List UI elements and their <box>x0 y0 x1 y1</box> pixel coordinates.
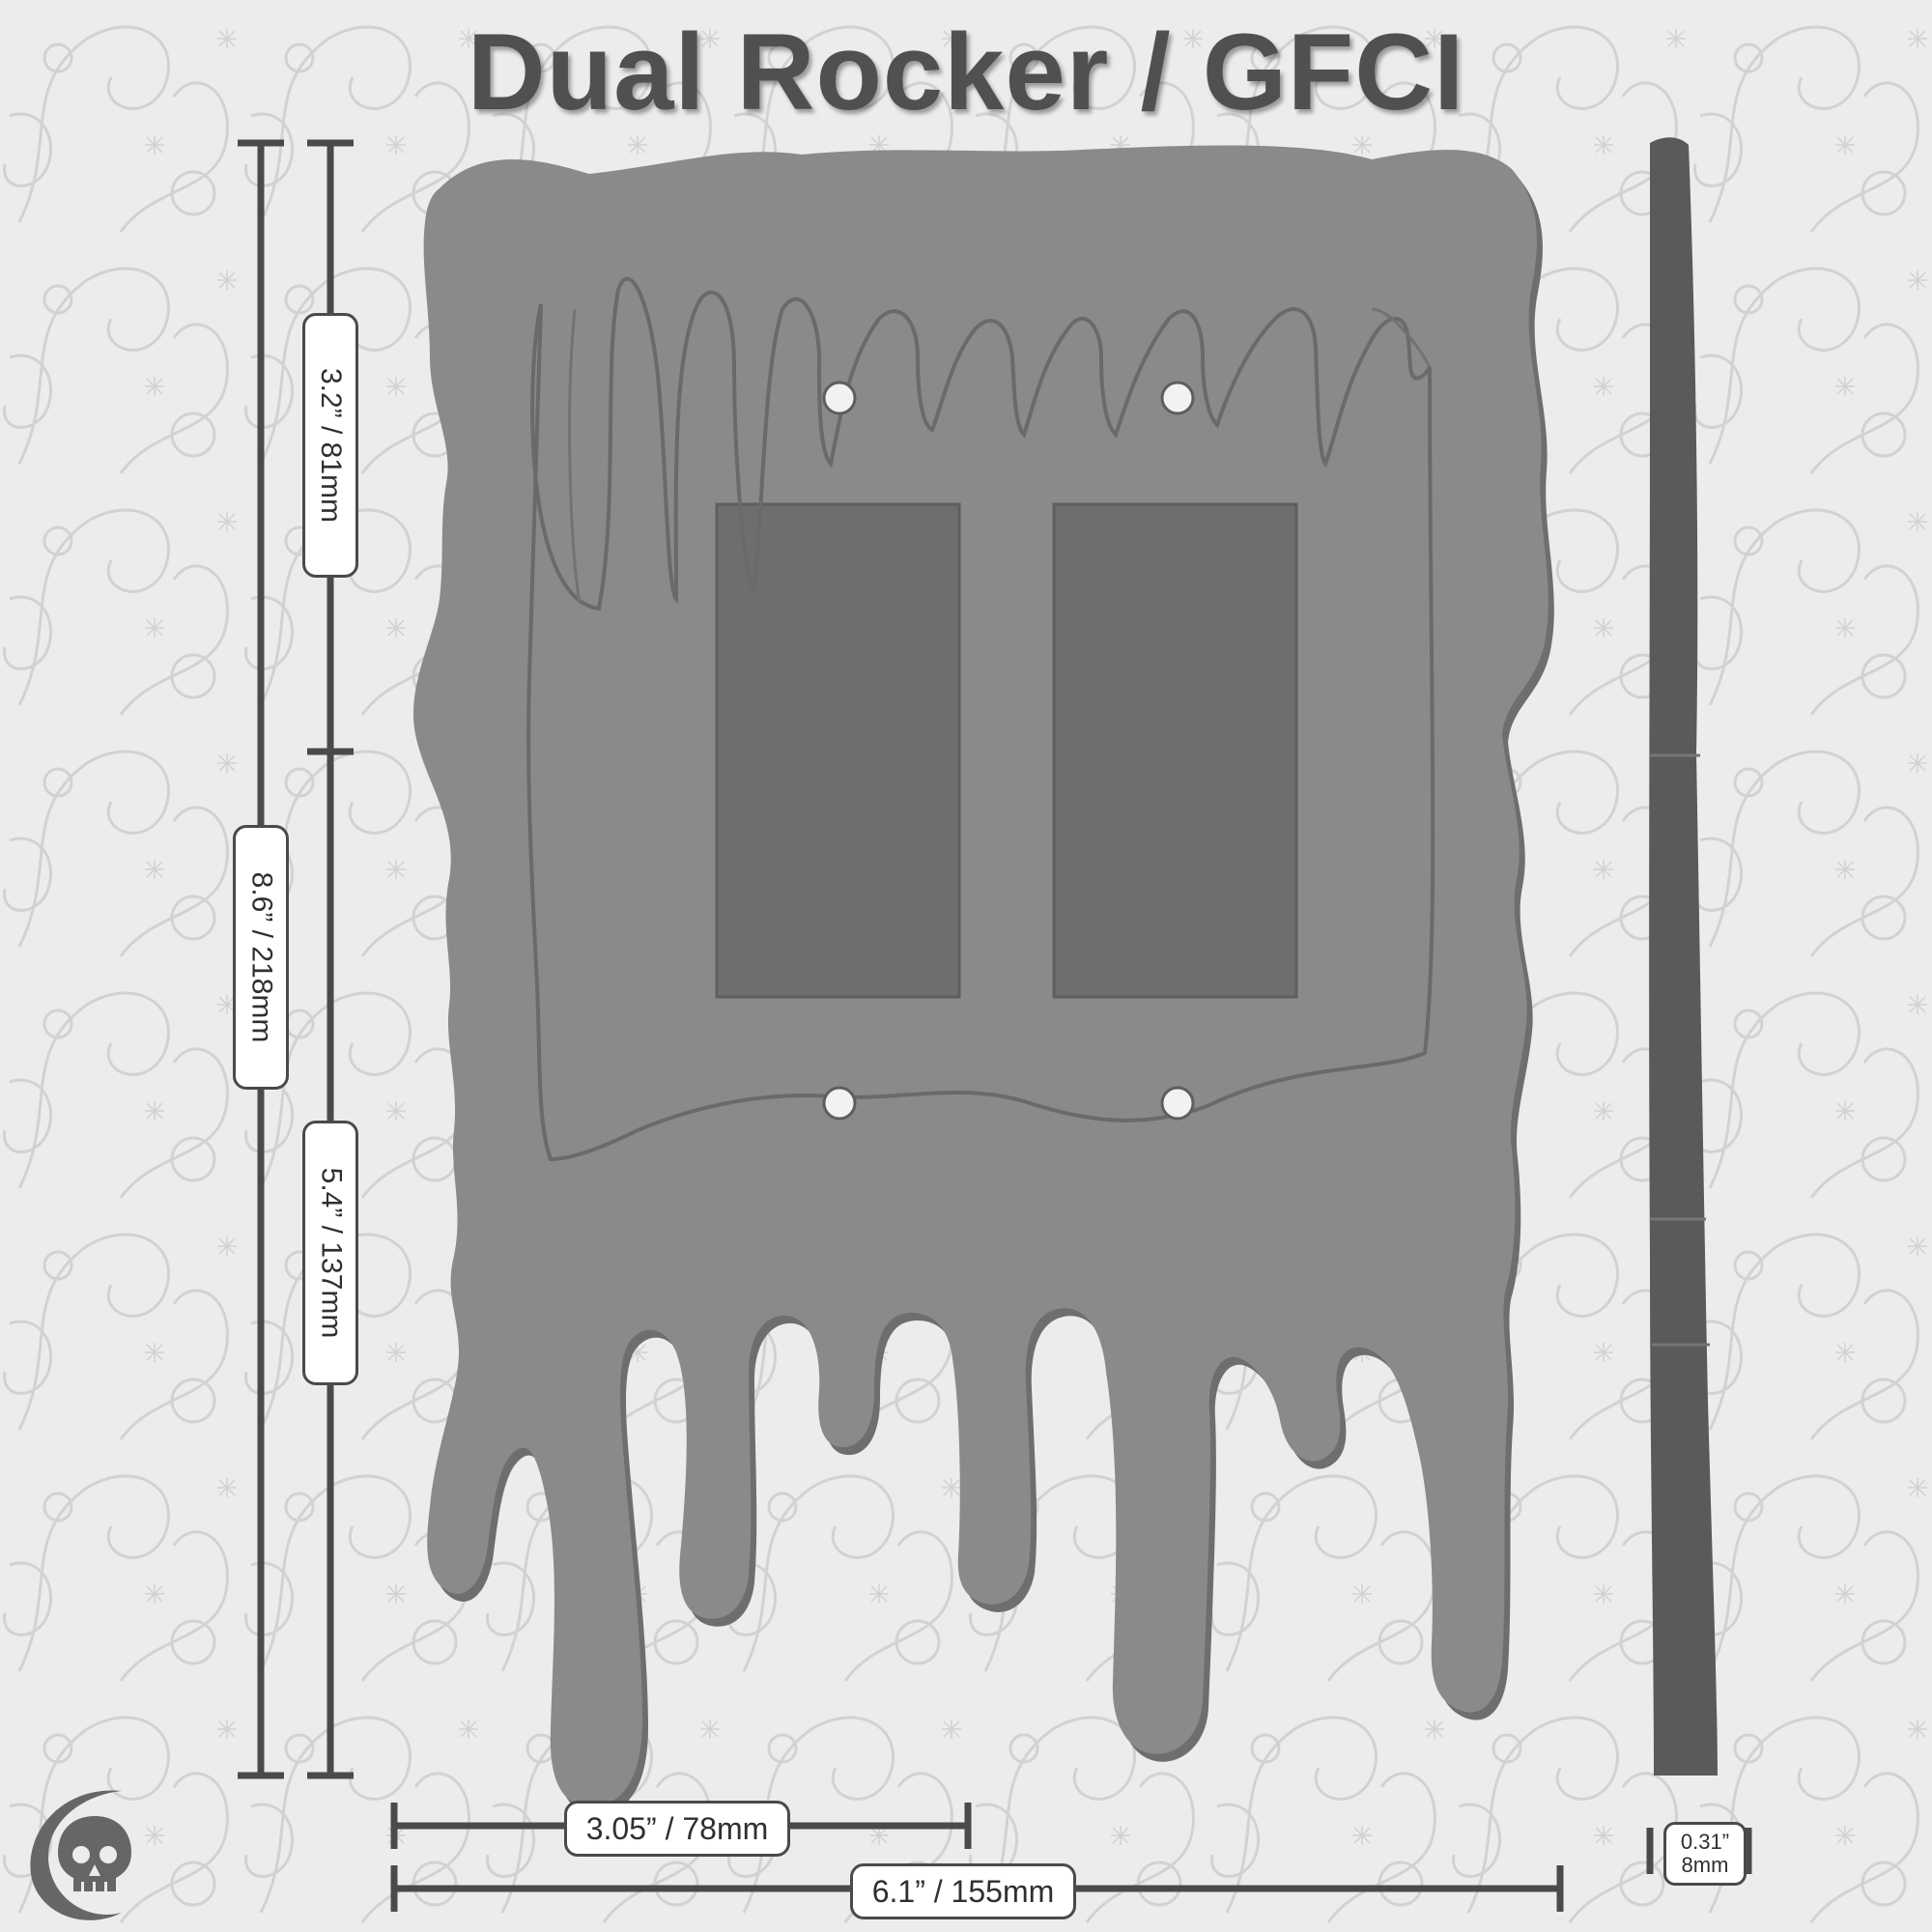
thickness-mm: 8mm <box>1681 1853 1729 1877</box>
page-title: Dual Rocker / GFCI <box>467 12 1465 132</box>
screw-hole-top-right <box>1160 381 1195 415</box>
thickness-dimension-line <box>1646 1828 1752 1874</box>
rocker-opening-right <box>1052 502 1298 999</box>
total-height-text: 8.6” / 218mm <box>245 871 278 1043</box>
screw-hole-top-left <box>822 381 857 415</box>
total-width-label: 6.1” / 155mm <box>850 1863 1076 1919</box>
plate-face <box>412 145 1548 1807</box>
bottom-section-label: 5.4” / 137mm <box>302 1121 358 1385</box>
bottom-section-text: 5.4” / 137mm <box>315 1167 348 1339</box>
plate-side-profile <box>1649 137 1718 1776</box>
top-section-text: 3.2” / 81mm <box>315 367 347 524</box>
total-height-label: 8.6” / 218mm <box>233 825 289 1090</box>
side-profile-edge <box>1650 753 1710 1347</box>
thickness-label: 0.31” 8mm <box>1663 1822 1747 1886</box>
screw-hole-bottom-right <box>1160 1086 1195 1121</box>
side-profile-body <box>1649 137 1718 1776</box>
engraved-drip-inner <box>568 307 1432 605</box>
thickness-inches: 0.31” <box>1680 1830 1730 1854</box>
wall-plate <box>412 145 1554 1815</box>
half-width-label: 3.05” / 78mm <box>564 1801 790 1857</box>
rocker-opening-left <box>715 502 961 999</box>
top-section-label: 3.2” / 81mm <box>302 313 358 578</box>
screw-hole-bottom-left <box>822 1086 857 1121</box>
engraved-drip-border <box>526 276 1435 1162</box>
crescent-moon-skull-icon <box>30 1790 131 1920</box>
